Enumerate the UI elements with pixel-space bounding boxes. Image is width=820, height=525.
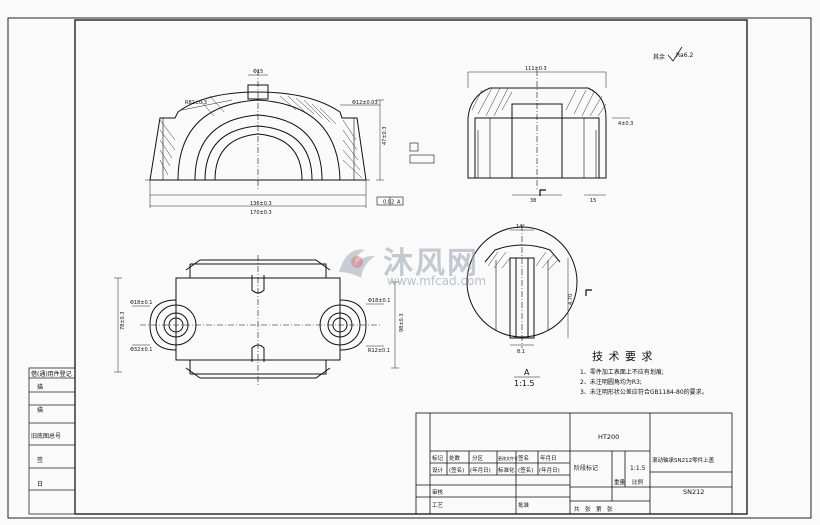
tb-r0c1: 处数	[449, 454, 461, 462]
strip-0: 借(通)用件登记	[31, 370, 72, 378]
tb-r1c0: 设计	[432, 466, 444, 474]
top-view	[140, 255, 380, 385]
dim-470: 4.70	[568, 294, 574, 305]
watermark-cn: 沐风网	[383, 246, 479, 281]
tb-process: 工艺	[432, 502, 444, 509]
front-hatch	[159, 95, 363, 179]
detail-hatch	[487, 251, 559, 271]
section-letter: A	[524, 368, 530, 377]
roughness-icon	[667, 46, 683, 62]
tb-r0c0: 标记	[432, 454, 444, 462]
flat-ref: A	[397, 200, 401, 206]
strip-1: 描	[37, 383, 43, 391]
left-strip-table	[28, 367, 76, 515]
tb-r0c5: 年月日	[540, 454, 557, 462]
tb-stage: 阶段标记	[574, 464, 598, 472]
side-dims	[467, 71, 630, 196]
tech-title: 技 术 要 求	[592, 350, 654, 363]
tb-r1c2: (年月日)	[470, 466, 491, 474]
dim-phi12: Φ12±0.03	[352, 100, 378, 106]
outer-border	[7, 17, 812, 519]
dim-side-4: 4±0.3	[618, 121, 633, 127]
dim-111: 111±0.3	[525, 66, 547, 72]
tech-item-3: 3、未注明形状公差应符合GB1184-80的要求。	[580, 388, 708, 396]
roughness-value: Ra6.2	[676, 52, 693, 59]
tb-scale: 1:1.5	[630, 465, 646, 472]
tech-item-1: 1、零件加工表面上不应有划痕;	[580, 368, 664, 376]
dim-r-phi18: Φ18±0.1	[368, 298, 390, 304]
tb-r1c1: (签名)	[449, 466, 464, 474]
dim-14deg: 14°	[516, 224, 525, 230]
tb-r0c3: 更改文件号	[498, 455, 518, 461]
detail-view	[466, 225, 578, 348]
top-dims	[114, 277, 399, 373]
dim-l-phi18: Φ18±0.1	[130, 300, 152, 306]
watermark-url: www.mfcad.com	[387, 274, 487, 288]
tb-r1c5: (年月日)	[539, 466, 560, 474]
tb-approve: 批准	[518, 501, 530, 509]
tb-sheet: 共 张 第 张	[574, 505, 613, 513]
inner-frame	[74, 19, 748, 515]
section-scale: 1:1.5	[514, 379, 535, 388]
dim-phi15: Φ15	[253, 69, 263, 75]
watermark: 沐风网 www.mfcad.com	[335, 236, 495, 292]
flat-value: 0.02	[383, 200, 394, 206]
tb-review: 审核	[432, 488, 444, 496]
tb-scale-label: 比例	[632, 478, 644, 486]
dim-38: 38	[530, 198, 536, 204]
dim-47: 47±0.3	[382, 126, 388, 145]
front-dims	[149, 74, 384, 208]
tb-r0c2: 分区	[472, 454, 484, 462]
tb-drawing-no: SN212	[683, 488, 704, 496]
side-view	[467, 70, 607, 190]
dim-98: 98±0.3	[399, 313, 405, 332]
strip-4: 签	[37, 456, 43, 464]
strip-3: 旧底图总号	[31, 432, 61, 440]
strip-5: 日	[37, 481, 43, 488]
tech-item-2: 2、未注明圆角均为R3;	[580, 378, 642, 386]
mfcad-logo-icon	[339, 249, 375, 278]
dim-r-r12: R12±0.1	[368, 348, 390, 354]
dim-78: 78±0.3	[120, 311, 126, 330]
roughness-label: 其余	[653, 53, 665, 61]
tb-weight: 重量	[614, 478, 626, 486]
detail-dims	[510, 229, 569, 346]
dim-8-1: 8.1	[517, 349, 525, 355]
dim-170: 170±0.3	[250, 210, 272, 216]
tb-r1c4: (签名)	[518, 466, 533, 474]
dim-15: 15	[590, 198, 596, 204]
side-hatch	[471, 87, 607, 117]
dim-l-phi32: Φ32±0.1	[130, 347, 152, 353]
tb-material: HT200	[598, 433, 619, 441]
dim-r82: R82±0.3	[185, 100, 207, 106]
tb-part-name: 滚动轴承SN212零件上盖	[652, 456, 715, 464]
title-block	[415, 412, 733, 515]
tb-r1c3: 标准化	[498, 466, 515, 474]
strip-2: 描	[37, 406, 43, 414]
dim-136: 136±0.3	[250, 201, 272, 207]
front-view	[145, 70, 370, 190]
tb-r0c4: 签名	[518, 454, 529, 462]
